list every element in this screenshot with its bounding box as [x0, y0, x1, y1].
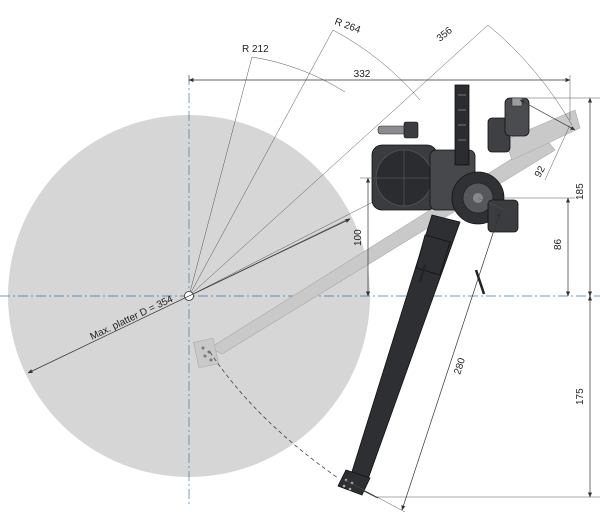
- dim-356-label: 356: [435, 25, 455, 44]
- dim-185-label: 185: [575, 183, 586, 200]
- dim-r264-label: R 264: [333, 16, 362, 36]
- dim-100-label: 100: [353, 229, 364, 246]
- r212-arc: [251, 56, 346, 93]
- r264-arc: [332, 29, 421, 101]
- dim-332-label: 332: [354, 69, 371, 80]
- dim-92-label: 92: [533, 164, 548, 179]
- dim-86-label: 86: [553, 238, 564, 250]
- stylus-arc: [209, 351, 339, 479]
- dim-r212-label: R 212: [242, 44, 269, 55]
- tonearm-base: [371, 84, 530, 233]
- dim-280-label: 280: [452, 356, 468, 376]
- r356-arc: [487, 24, 573, 126]
- dim-175-label: 175: [575, 388, 586, 405]
